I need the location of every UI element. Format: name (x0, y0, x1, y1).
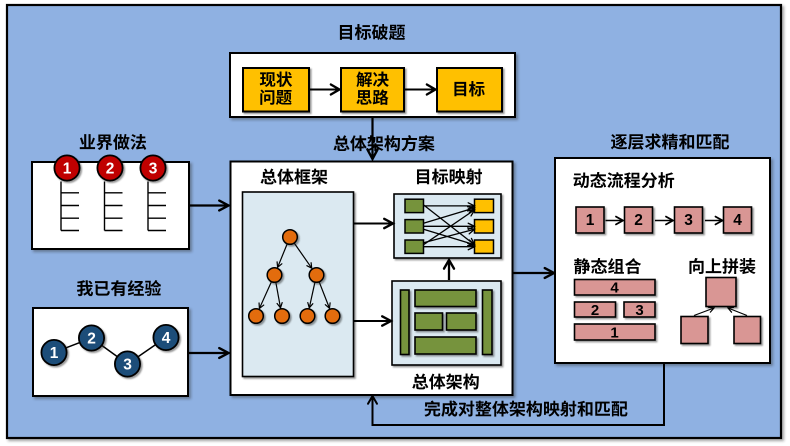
svg-text:3: 3 (684, 212, 693, 229)
svg-text:4: 4 (733, 212, 742, 229)
svg-text:3: 3 (123, 357, 132, 374)
svg-text:1: 1 (63, 161, 72, 178)
svg-text:3: 3 (149, 161, 158, 178)
svg-text:1: 1 (610, 324, 618, 341)
svg-text:3: 3 (635, 302, 643, 319)
svg-text:2: 2 (591, 302, 599, 319)
svg-text:2: 2 (634, 212, 643, 229)
svg-text:4: 4 (162, 330, 171, 347)
svg-text:4: 4 (610, 279, 619, 296)
svg-text:2: 2 (87, 331, 96, 348)
svg-text:1: 1 (586, 212, 595, 229)
svg-text:1: 1 (50, 345, 59, 362)
svg-text:2: 2 (106, 161, 115, 178)
